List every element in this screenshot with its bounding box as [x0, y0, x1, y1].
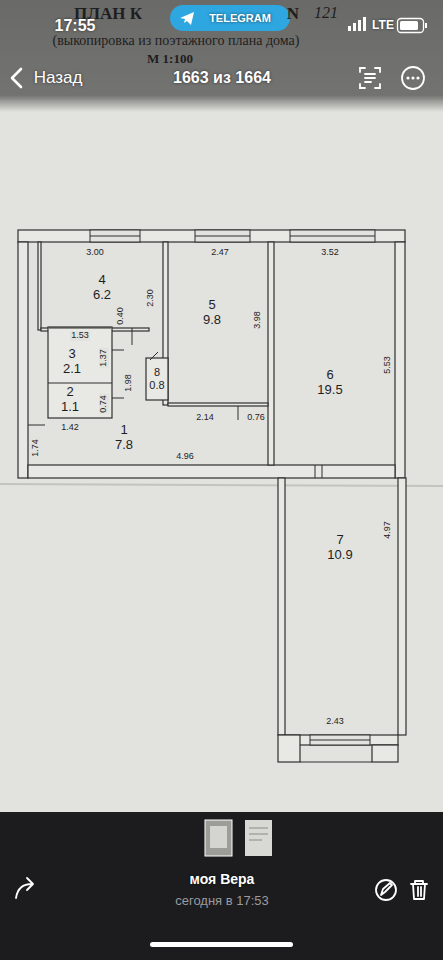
dimension-label: 0.74	[99, 394, 109, 414]
dimension-label: 3.98	[253, 310, 263, 330]
room-area-value: 7.8	[115, 438, 133, 453]
room-area: 80.8	[147, 359, 167, 399]
room-area-value: 19.5	[317, 383, 342, 398]
dimension-label: 0.40	[116, 306, 126, 326]
room-number: 1	[115, 423, 133, 438]
caption-text: ПЛАН К	[73, 5, 143, 24]
room-area-value: 0.8	[149, 379, 164, 392]
dimension-label: 5.53	[383, 355, 393, 375]
caption-text: Назад	[33, 69, 84, 88]
dimension-label: 2.30	[146, 288, 156, 308]
room-area-value: 10.9	[327, 548, 352, 563]
dimension-label: 3.52	[320, 248, 340, 258]
room-area-value: 1.1	[61, 400, 79, 415]
room-label: 17.8	[115, 423, 133, 453]
room-area-value: 9.8	[203, 313, 221, 328]
dimension-label: 4.96	[175, 452, 195, 462]
dimension-label: 1.42	[60, 423, 80, 433]
dimension-label: 2.14	[195, 413, 215, 423]
dimension-label: 2.47	[210, 248, 230, 258]
room-number: 8	[149, 366, 164, 379]
room-number: 4	[93, 273, 111, 288]
dimension-label: 2.43	[325, 717, 345, 727]
caption-text: сегодня в 17:53	[174, 894, 270, 908]
dimension-label: 1.37	[99, 348, 109, 368]
caption-text: (выкопировка из поэтажного плана дома)	[52, 33, 301, 48]
room-label: 80.8	[149, 366, 164, 391]
dimension-label: 1.98	[124, 373, 134, 393]
room-label: 32.1	[63, 347, 81, 377]
caption-text: 1663 из 1664	[172, 69, 272, 87]
room-area: 710.9	[285, 478, 398, 735]
room-label: 59.8	[203, 298, 221, 328]
dimension-label: 3.00	[85, 248, 105, 258]
room-number: 6	[317, 368, 342, 383]
room-area: 619.5	[274, 242, 395, 465]
dimension-label: 1.53	[70, 331, 90, 341]
room-label: 21.1	[61, 385, 79, 415]
dimension-label: 1.74	[31, 438, 41, 458]
caption-text: TELEGRAM	[208, 12, 272, 24]
room-area-value: 6.2	[93, 288, 111, 303]
caption-text: М 1:100	[146, 52, 194, 66]
caption-text: N	[286, 5, 300, 24]
room-number: 2	[61, 385, 79, 400]
caption-text: моя Вера	[189, 872, 256, 887]
room-label: 619.5	[317, 368, 342, 398]
room-label: 710.9	[327, 533, 352, 563]
room-number: 3	[63, 347, 81, 362]
room-label: 46.2	[93, 273, 111, 303]
dimension-label: 4.97	[383, 520, 393, 540]
dimension-label: 0.76	[246, 413, 266, 423]
caption-text: 121	[313, 4, 339, 22]
room-area-value: 2.1	[63, 362, 81, 377]
room-number: 7	[327, 533, 352, 548]
caption-text: LTE	[371, 19, 395, 32]
room-number: 5	[203, 298, 221, 313]
